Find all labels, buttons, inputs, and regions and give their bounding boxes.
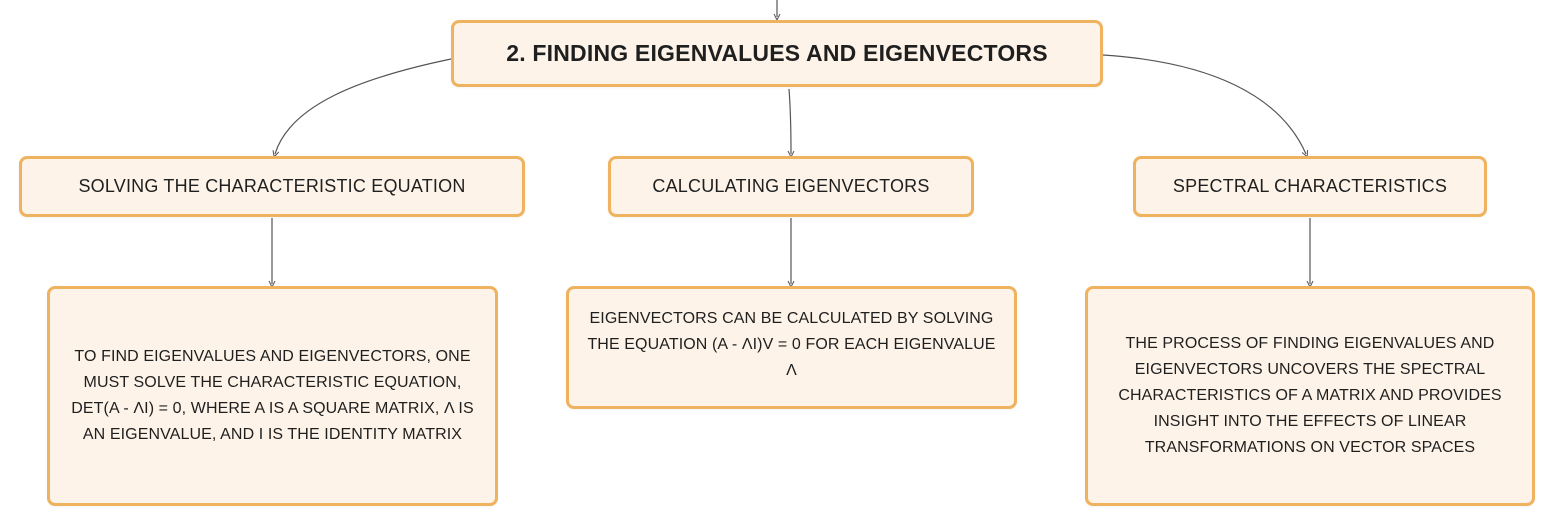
connector-root-to-topic-2 <box>789 88 791 154</box>
detail-node-text: EIGENVECTORS CAN BE CALCULATED BY SOLVIN… <box>587 309 996 379</box>
topic-node-characteristic-equation[interactable]: SOLVING THE CHARACTERISTIC EQUATION <box>19 156 525 217</box>
topic-node-spectral-characteristics[interactable]: SPECTRAL CHARACTERISTICS <box>1133 156 1487 217</box>
detail-node-characteristic-equation[interactable]: TO FIND EIGENVALUES AND EIGENVECTORS, ON… <box>47 286 498 506</box>
topic-node-calculating-eigenvectors[interactable]: CALCULATING EIGENVECTORS <box>608 156 974 217</box>
topic-node-label: SOLVING THE CHARACTERISTIC EQUATION <box>78 176 466 196</box>
connector-root-to-topic-1 <box>275 58 452 154</box>
root-node-label: 2. FINDING EIGENVALUES AND EIGENVECTORS <box>506 40 1048 66</box>
detail-node-spectral-characteristics[interactable]: THE PROCESS OF FINDING EIGENVALUES AND E… <box>1085 286 1535 506</box>
topic-node-label: SPECTRAL CHARACTERISTICS <box>1172 176 1448 196</box>
detail-node-text: TO FIND EIGENVALUES AND EIGENVECTORS, ON… <box>71 348 474 443</box>
topic-node-label: CALCULATING EIGENVECTORS <box>652 176 930 196</box>
detail-node-text: THE PROCESS OF FINDING EIGENVALUES AND E… <box>1118 335 1502 456</box>
root-node[interactable]: 2. FINDING EIGENVALUES AND EIGENVECTORS <box>451 20 1103 87</box>
detail-node-calculating-eigenvectors[interactable]: EIGENVECTORS CAN BE CALCULATED BY SOLVIN… <box>566 286 1017 409</box>
connector-root-to-topic-3 <box>1102 54 1306 154</box>
